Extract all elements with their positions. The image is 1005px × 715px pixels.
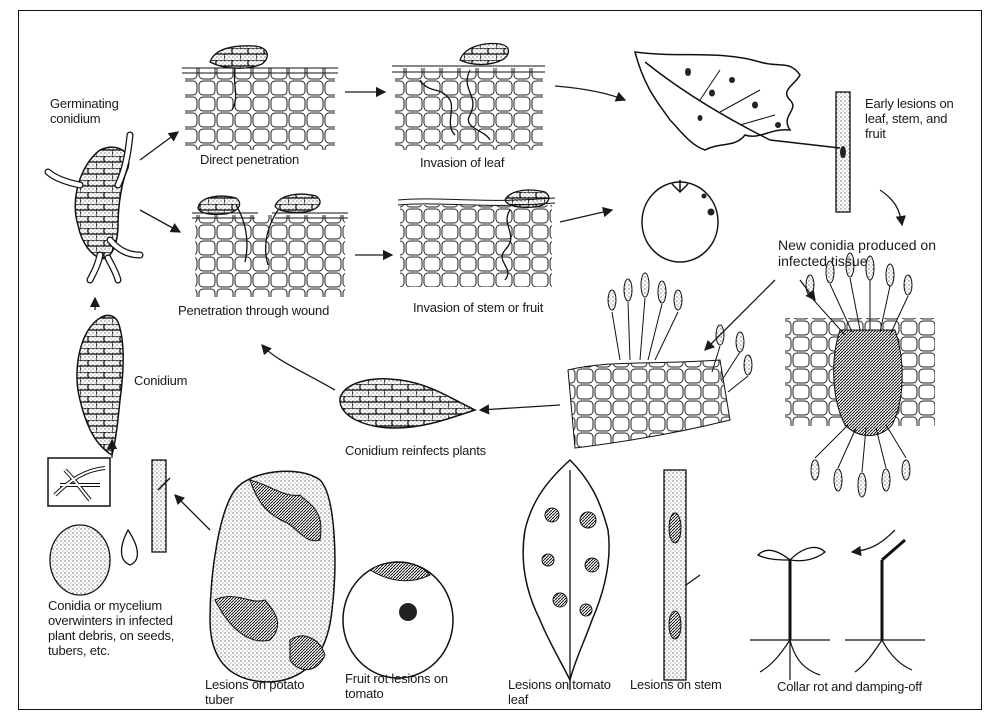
tomato-leaf-lesions-drawing	[523, 460, 609, 690]
reinfecting-conidium-drawing	[340, 379, 475, 428]
arrow-to-new-conidia	[880, 190, 902, 225]
arrow-from-potato	[175, 495, 210, 530]
infected-tomato-drawing	[642, 180, 718, 262]
direct-penetration-drawing	[182, 46, 338, 150]
conidium-drawing	[77, 315, 123, 455]
fruit-rot-tomato-drawing	[343, 562, 453, 678]
label-invasion-stem-fruit: Invasion of stem or fruit	[413, 300, 543, 315]
stem-lesions-drawing	[664, 470, 700, 680]
label-penetration-wound: Penetration through wound	[178, 303, 329, 318]
label-conidium-reinfects: Conidium reinfects plants	[345, 443, 486, 458]
label-new-conidia: New conidia produced on infected tissue	[778, 237, 936, 269]
label-stem: Lesions on stem	[630, 677, 722, 692]
arrow-to-reinfection	[480, 405, 560, 410]
label-early-lesions: Early lesions on leaf, stem, and fruit	[865, 96, 954, 141]
label-overwinter: Conidia or mycelium overwinters in infec…	[48, 598, 174, 658]
label-direct-penetration: Direct penetration	[200, 152, 299, 167]
label-tomato-leaf: Lesions on tomato leaf	[508, 677, 611, 707]
label-potato-tuber: Lesions on potato tuber	[205, 677, 304, 707]
arrow-to-penetration-cycle	[262, 345, 335, 390]
arrow-to-leaf-lesions	[555, 86, 625, 100]
label-invasion-leaf: Invasion of leaf	[420, 155, 504, 170]
arrow-to-wound-penetration	[140, 210, 180, 232]
invasion-stem-fruit-drawing	[398, 190, 555, 287]
label-germinating-conidium: Germinating conidium	[50, 96, 119, 126]
label-conidium: Conidium	[134, 373, 187, 388]
arrow-to-collar-rot	[852, 530, 895, 552]
overwintering-debris-drawing	[48, 458, 170, 595]
germinating-conidium-drawing	[48, 135, 140, 280]
potato-tuber-drawing	[210, 471, 335, 682]
collar-rot-seedlings-drawing	[750, 540, 925, 680]
arrow-to-fruit	[560, 210, 612, 222]
sporulating-tissue-drawing	[568, 273, 752, 448]
invasion-of-leaf-drawing	[392, 44, 545, 150]
label-collar-rot: Collar rot and damping-off	[777, 679, 922, 694]
penetration-wound-drawing	[192, 194, 348, 297]
label-fruit-rot: Fruit rot lesions on tomato	[345, 671, 448, 701]
arrow-to-direct-penetration	[140, 132, 178, 160]
